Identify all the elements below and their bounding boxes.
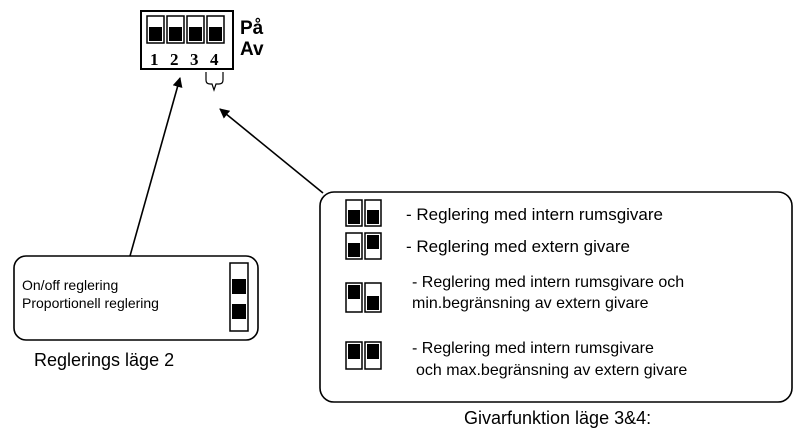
sensor-item-3-line-2: min.begränsning av extern givare [412,295,649,312]
sensor-item-3: - Reglering med intern rumsgivare och mi… [345,274,684,313]
sensor-item-2: - Reglering med extern givare [345,232,630,260]
dip-label-4: 4 [210,50,219,69]
dip-label-3: 3 [190,50,199,69]
mode2-box: On/off reglering Proportionell reglering [13,255,259,341]
dip-switch: 1 2 3 4 På Av [140,10,264,92]
sensor-item-4-line-1: - Reglering med intern rumsgivare [412,340,654,357]
sensor-item-1: - Reglering med intern rumsgivare [345,199,663,227]
dip-switch-3 [186,15,205,44]
arrow-to-switch-3-4 [219,108,324,194]
mode2-option-proportional: Proportionell reglering [22,295,159,311]
mode2-switch-icon [229,262,249,332]
mode2-option-onoff: On/off reglering [22,277,118,293]
dip-label-1: 1 [150,50,159,69]
dip-label-2: 2 [170,50,179,69]
arrow-to-switch-2 [129,77,183,257]
mode2-caption: Reglerings läge 2 [34,350,174,370]
mode2-box-frame [13,255,259,341]
dip-switch-4 [206,15,225,44]
sensor-caption: Givarfunktion läge 3&4: [464,408,651,428]
dip-switch-1 [146,15,165,44]
sensor-item-2-switch-icon [345,232,382,260]
dip-switch-2 [166,15,185,44]
sensor-box: - Reglering med intern rumsgivare - Regl… [319,191,793,403]
sensor-item-4-line-2: och max.begränsning av extern givare [416,362,687,379]
sensor-item-4: - Reglering med intern rumsgivare och ma… [345,340,687,379]
sensor-item-2-line-1: - Reglering med extern givare [406,237,630,256]
sensor-item-1-switch-icon [345,199,382,227]
state-on-label: På [240,18,264,39]
sensor-item-4-switch-icon [345,341,382,370]
sensor-item-3-line-1: - Reglering med intern rumsgivare och [412,274,684,291]
sensor-box-frame [319,191,793,403]
sensor-item-3-switch-icon [345,282,382,313]
switch-3-4-bracket [205,72,224,92]
state-off-label: Av [240,39,264,60]
sensor-item-1-line-1: - Reglering med intern rumsgivare [406,205,663,224]
